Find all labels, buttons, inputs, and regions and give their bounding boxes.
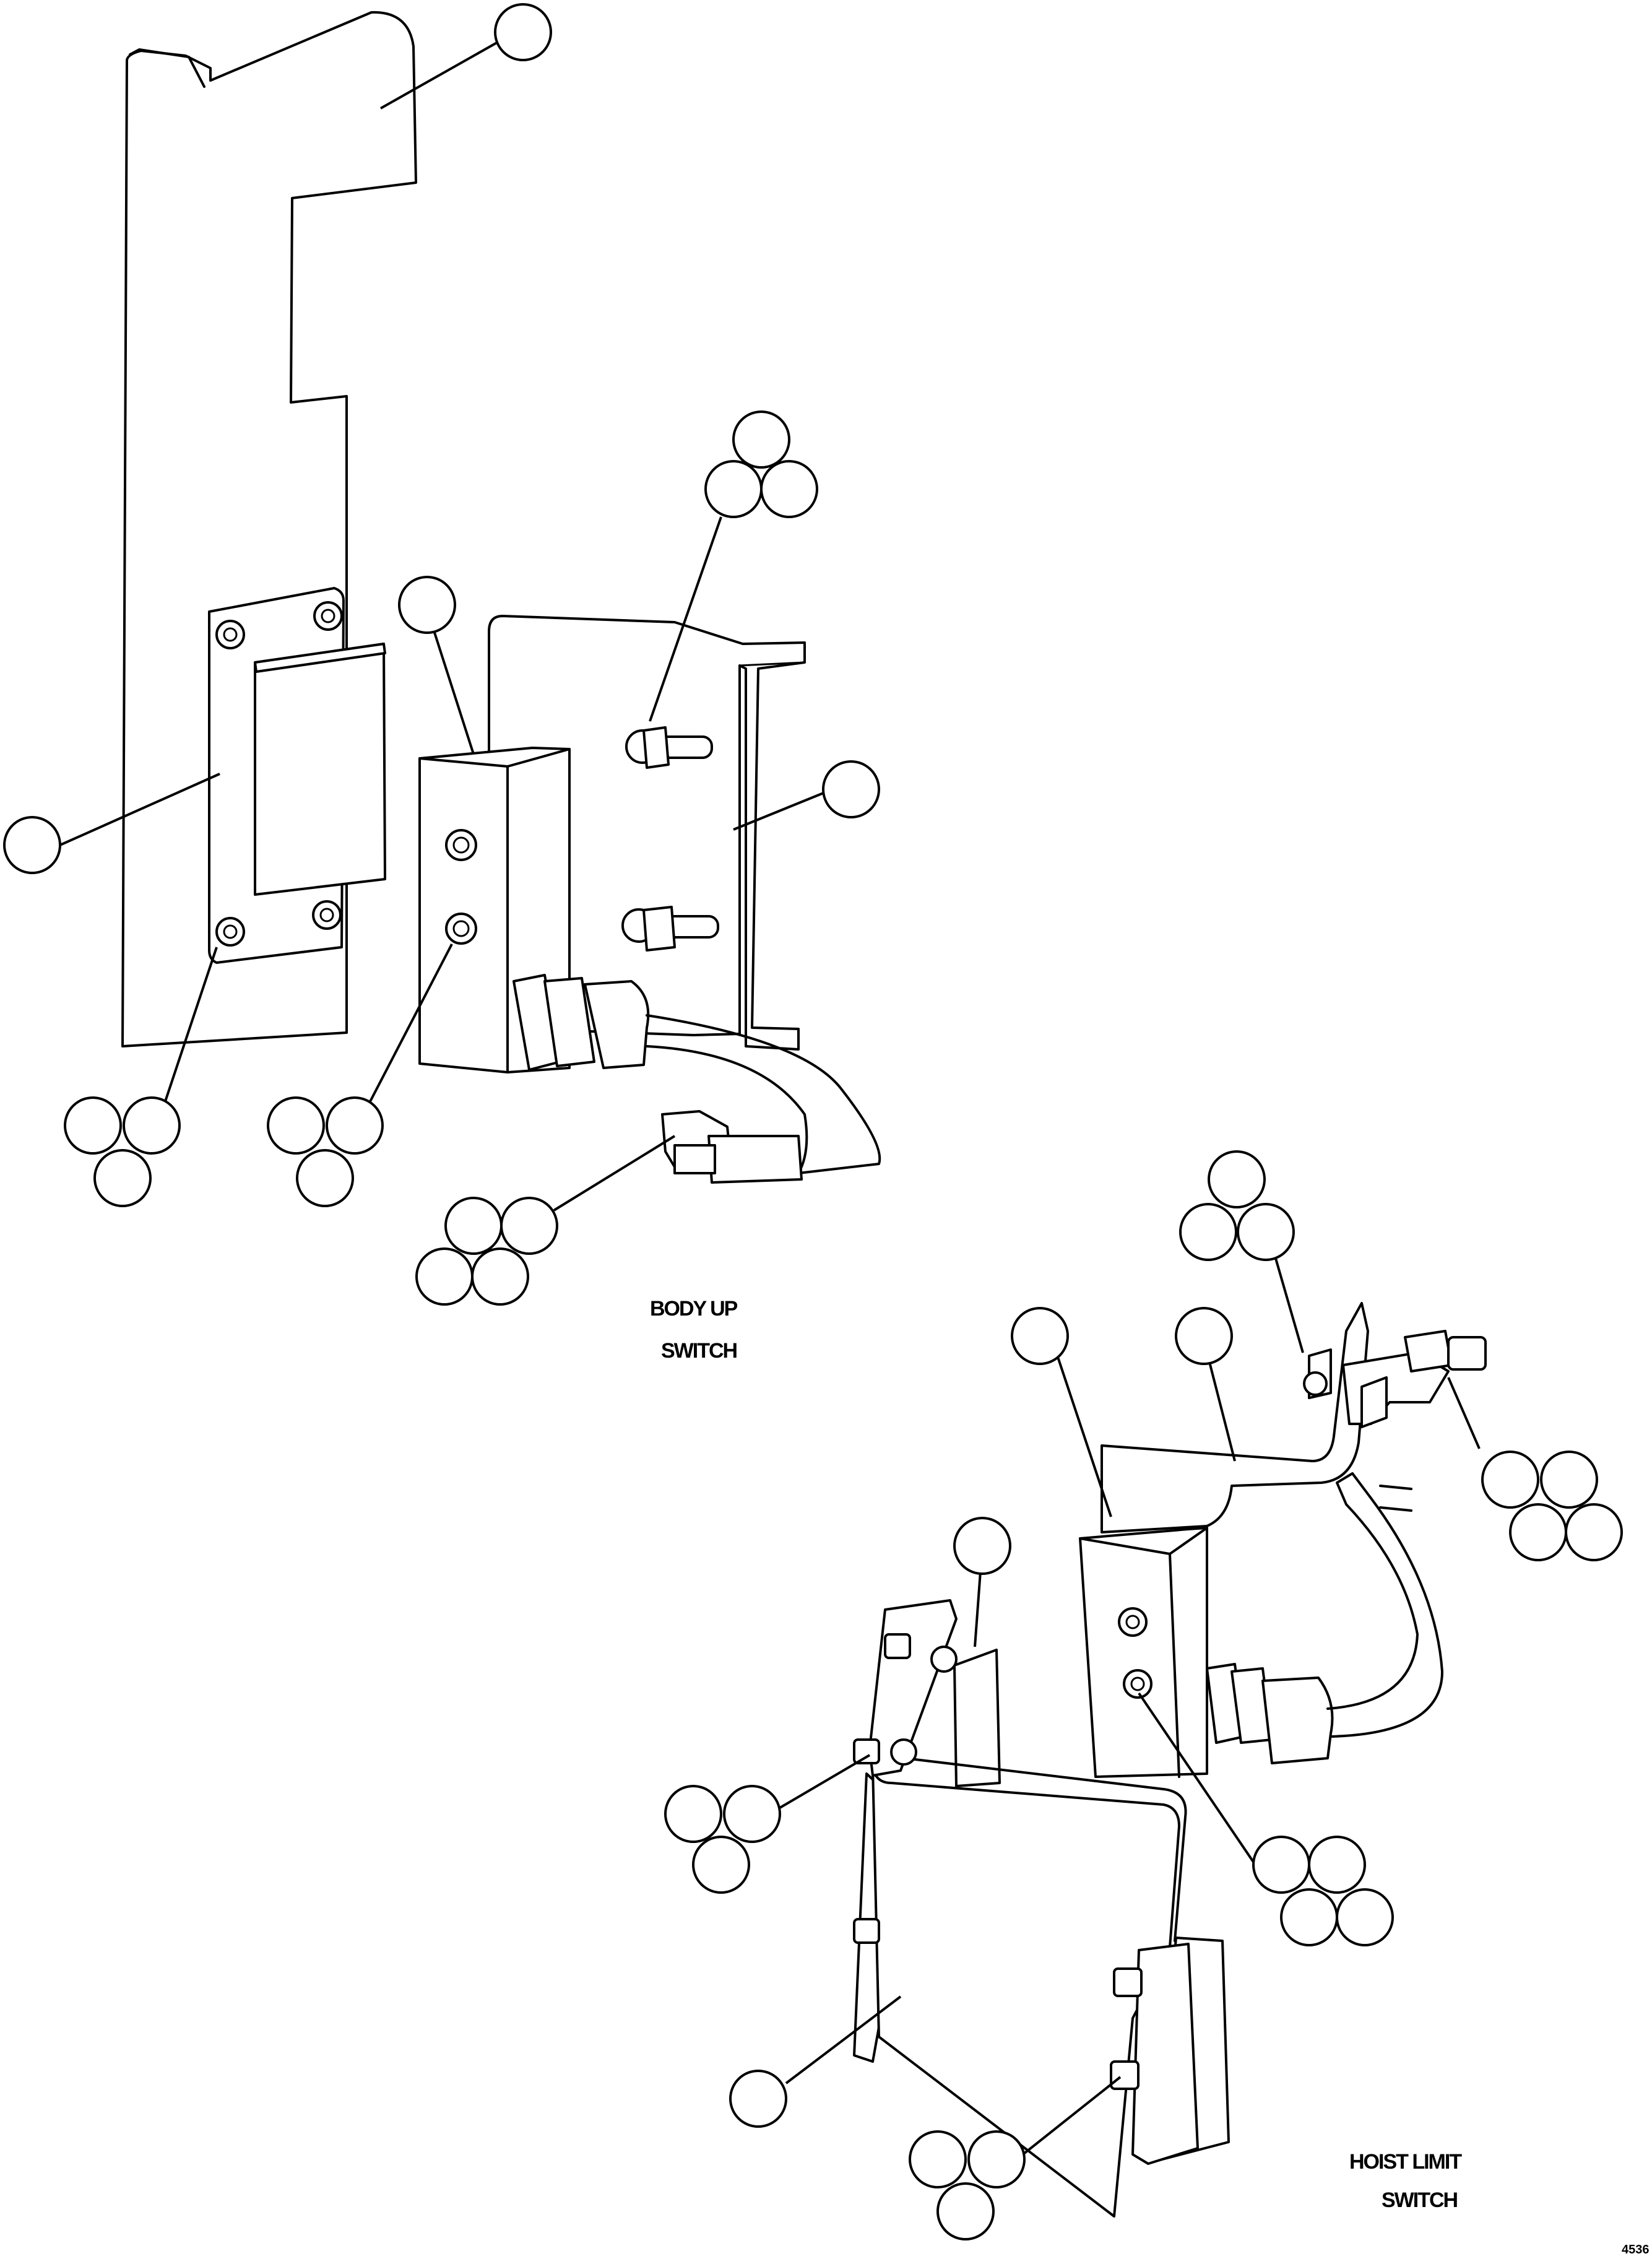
callout-bubble — [3, 3, 1623, 2240]
hoist-limit-caption-line2: SWITCH — [1382, 2188, 1458, 2212]
switch-bracket-left — [208, 587, 386, 964]
hoist-bolt — [1303, 1330, 1487, 1399]
lower-hoist-bolts — [853, 1633, 1143, 2090]
bracket-bolt — [215, 601, 343, 947]
body-up-caption-line1: BODY UP — [650, 1297, 738, 1321]
switch-connector-body-up — [512, 974, 881, 1184]
proximity-switch-hoist — [1079, 1527, 1208, 1778]
body-up-caption-line2: SWITCH — [661, 1339, 737, 1363]
upper-hoist-bracket — [1101, 1302, 1450, 1533]
switch-connector-hoist — [1206, 1472, 1443, 1764]
figure-number: 4536 — [1622, 2243, 1650, 2257]
hoist-limit-caption-line1: HOIST LIMIT — [1349, 2150, 1462, 2174]
slot-bolt — [621, 726, 719, 952]
lower-hoist-bracket — [853, 1599, 1230, 2218]
